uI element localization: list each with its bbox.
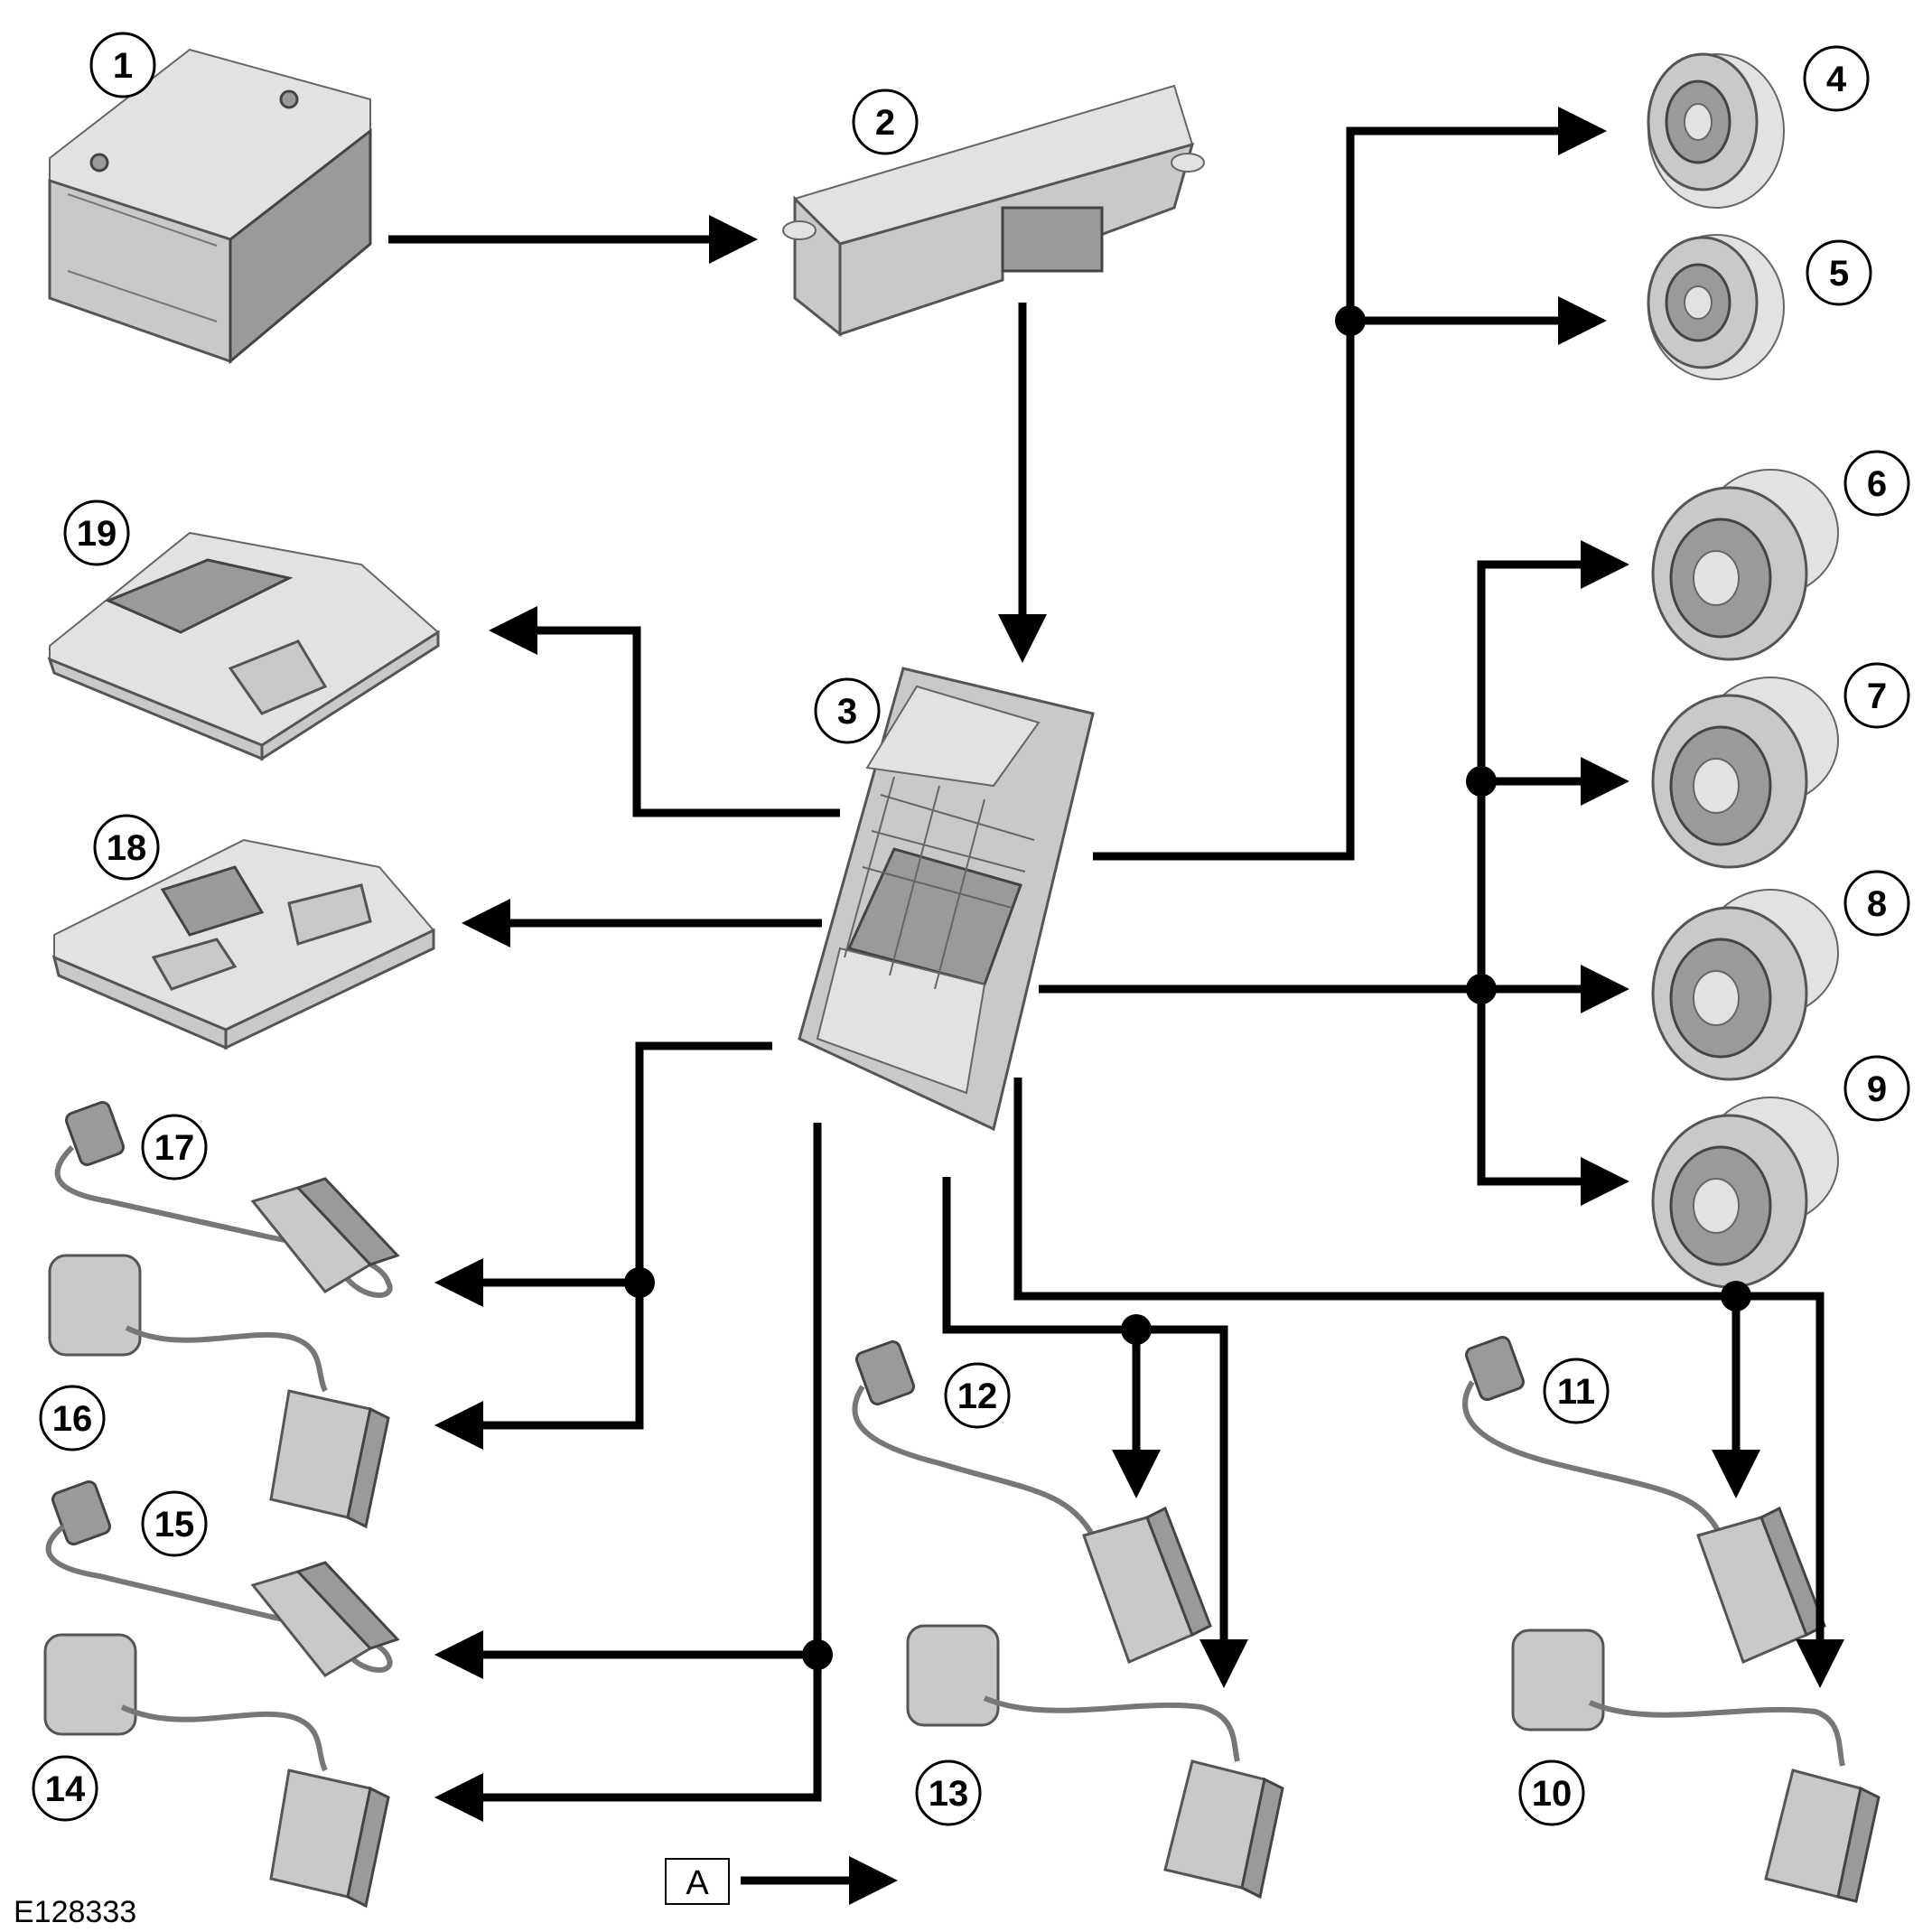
arrow-3-to-13 [942, 1177, 1248, 1688]
svg-text:12: 12 [957, 1377, 998, 1416]
overhead-console-18-icon [51, 838, 435, 1050]
svg-text:15: 15 [154, 1505, 195, 1545]
callout-10: 10 [1518, 1759, 1585, 1826]
door-sensor-10-icon [1511, 1629, 1881, 1903]
svg-text:18: 18 [107, 828, 147, 868]
callout-11: 11 [1543, 1358, 1610, 1424]
arrow-3-to-4 [1093, 107, 1607, 861]
callout-1: 1 [89, 32, 156, 98]
svg-text:8: 8 [1867, 884, 1887, 924]
arrow-3-to-19 [489, 606, 840, 817]
arrow-3-to-10 [1013, 1078, 1844, 1688]
wiring [388, 107, 1844, 1905]
view-marker-label: A [686, 1864, 709, 1902]
callout-5: 5 [1806, 239, 1872, 306]
arrow-3-to-14 [434, 1123, 822, 1822]
svg-text:5: 5 [1829, 254, 1849, 294]
sounder-9-icon [1651, 1097, 1839, 1289]
sounder-7-icon [1651, 677, 1839, 869]
callout-18: 18 [93, 814, 160, 881]
svg-text:13: 13 [929, 1774, 969, 1814]
svg-text:6: 6 [1867, 464, 1887, 504]
callout-16: 16 [39, 1385, 106, 1451]
latch-switch-11-icon [1462, 1336, 1826, 1665]
svg-text:17: 17 [154, 1128, 195, 1168]
junction-dot [802, 1639, 833, 1670]
view-marker-box [665, 1858, 730, 1905]
speaker-4-icon [1647, 52, 1785, 209]
callout-6: 6 [1843, 450, 1910, 517]
svg-text:2: 2 [875, 103, 895, 143]
junction-dot [1466, 974, 1497, 1004]
battery-icon [48, 48, 372, 365]
view-marker: A [665, 1858, 730, 1905]
callout-19: 19 [63, 499, 130, 566]
callout-15: 15 [141, 1490, 208, 1557]
svg-text:9: 9 [1867, 1069, 1887, 1109]
callouts: 1 2 3 4 5 6 7 8 9 10 11 12 13 14 15 16 1… [32, 32, 1910, 1826]
junction-dot [1121, 1314, 1152, 1345]
fuse-box-module-icon [798, 667, 1095, 1132]
sounder-trunk [1477, 560, 1617, 1186]
svg-text:7: 7 [1867, 677, 1887, 716]
callout-12: 12 [944, 1362, 1011, 1429]
callout-4: 4 [1803, 45, 1870, 112]
svg-text:4: 4 [1826, 60, 1847, 99]
callout-9: 9 [1843, 1055, 1910, 1122]
latch-switch-15-icon [45, 1480, 400, 1677]
callout-2: 2 [852, 89, 919, 155]
sounder-8-icon [1651, 889, 1839, 1081]
callout-14: 14 [32, 1755, 98, 1822]
callout-13: 13 [915, 1759, 982, 1826]
svg-text:16: 16 [52, 1399, 93, 1439]
door-sensor-13-icon [906, 1624, 1284, 1899]
junction-dot [1721, 1281, 1751, 1311]
sounder-6-icon [1651, 469, 1839, 661]
arrow-3-to-16 [434, 1041, 772, 1450]
svg-text:1: 1 [113, 46, 133, 86]
svg-text:10: 10 [1532, 1774, 1573, 1814]
latch-switch-17-icon [54, 1101, 400, 1298]
junction-dot [1466, 766, 1497, 797]
door-sensor-14-icon [43, 1633, 390, 1909]
door-sensor-16-icon [48, 1254, 390, 1529]
callout-3: 3 [814, 677, 881, 744]
junction-dot [624, 1267, 655, 1298]
svg-text:11: 11 [1557, 1372, 1595, 1412]
overhead-console-19-icon [47, 531, 440, 761]
callout-7: 7 [1843, 662, 1910, 729]
figure-id: E128333 [14, 1895, 136, 1929]
svg-text:14: 14 [45, 1769, 86, 1809]
svg-text:3: 3 [837, 692, 857, 732]
speaker-5-icon [1647, 234, 1785, 380]
latch-switch-12-icon [852, 1340, 1212, 1665]
control-module-icon [782, 84, 1205, 338]
junction-dot [1335, 305, 1366, 336]
callout-17: 17 [141, 1114, 208, 1181]
callout-8: 8 [1843, 870, 1910, 937]
svg-text:19: 19 [77, 514, 117, 554]
